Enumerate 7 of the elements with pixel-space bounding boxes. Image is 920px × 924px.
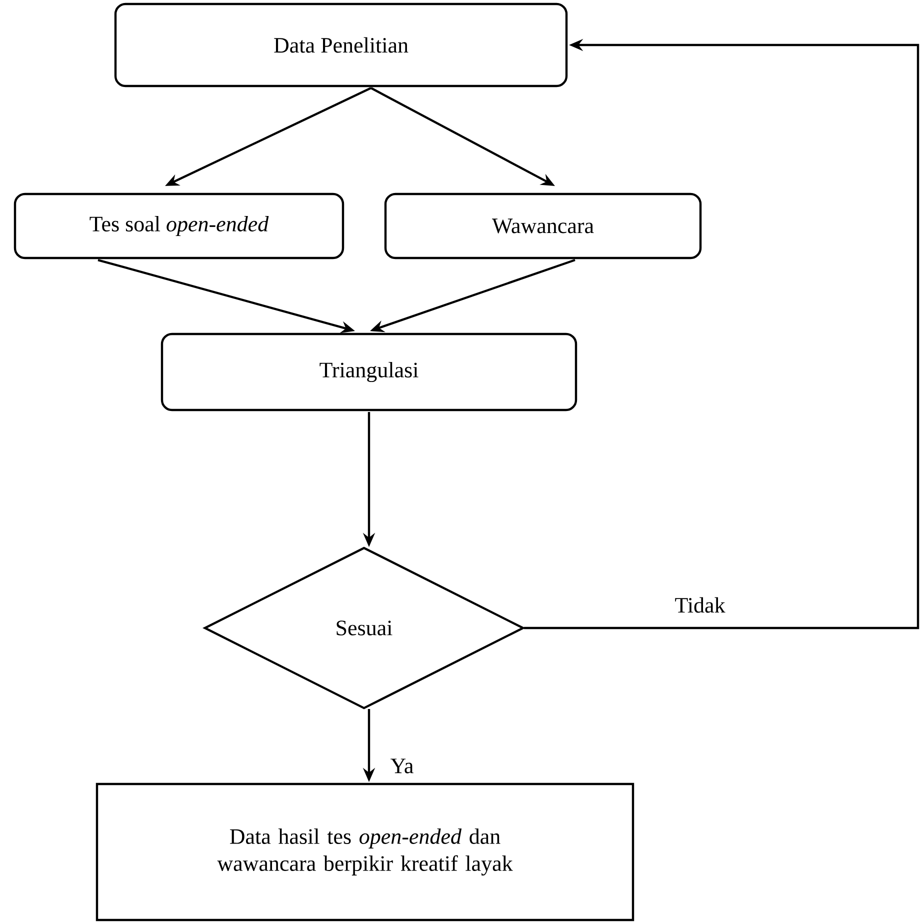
process-box: Wawancara	[384, 192, 702, 260]
result-box: Data hasil tes open-ended dan wawancara berpikir kreatif layak	[96, 782, 634, 922]
process-box: Data Penelitian	[114, 2, 568, 88]
edge-label: Tidak	[672, 595, 728, 615]
process-box: Tes soal open-ended	[14, 192, 344, 260]
process-box: Triangulasi	[160, 332, 578, 412]
edge-label: Ya	[388, 756, 416, 776]
